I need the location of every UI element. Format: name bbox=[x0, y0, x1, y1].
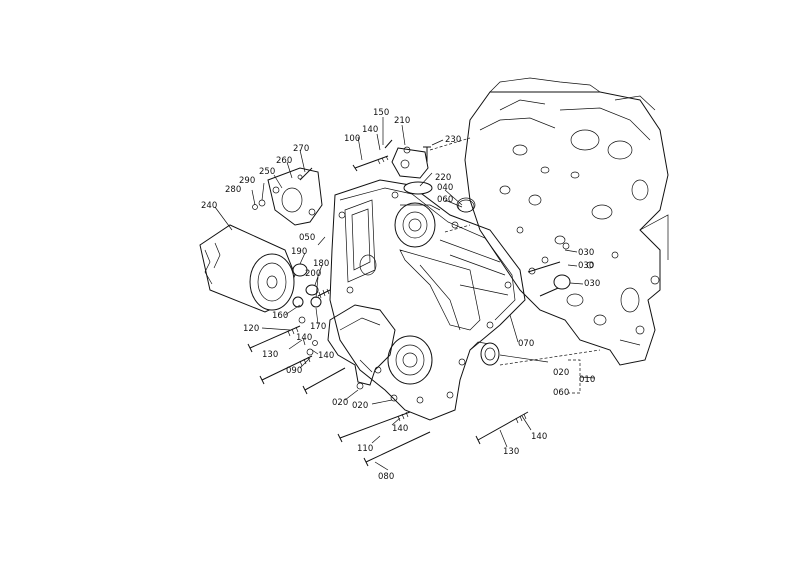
oil-pump-bracket bbox=[252, 167, 323, 226]
label-090: 090 bbox=[286, 366, 302, 376]
label-140-b: 140 bbox=[296, 333, 312, 343]
label-070: 070 bbox=[518, 339, 534, 349]
label-230: 230 bbox=[445, 135, 461, 145]
label-130-b: 130 bbox=[503, 447, 519, 457]
thermostat-cover bbox=[391, 146, 475, 213]
label-140: 140 bbox=[362, 125, 378, 135]
gear-case bbox=[329, 179, 526, 421]
label-100: 100 bbox=[344, 134, 360, 144]
label-210: 210 bbox=[394, 116, 410, 126]
label-280: 280 bbox=[225, 185, 241, 195]
label-260: 260 bbox=[276, 156, 292, 166]
bolts bbox=[247, 139, 571, 467]
label-250: 250 bbox=[259, 167, 275, 177]
label-130: 130 bbox=[262, 350, 278, 360]
label-220: 220 bbox=[435, 173, 451, 183]
label-020-a: 020 bbox=[553, 368, 569, 378]
leader-lines bbox=[214, 117, 601, 471]
label-060: 060 bbox=[437, 195, 453, 205]
label-010: 010 bbox=[579, 375, 595, 385]
label-150: 150 bbox=[373, 108, 389, 118]
label-190: 190 bbox=[291, 247, 307, 257]
label-240: 240 bbox=[201, 201, 217, 211]
water-pump-housing bbox=[327, 304, 396, 386]
label-140-d: 140 bbox=[392, 424, 408, 434]
label-020-c: 020 bbox=[352, 401, 368, 411]
label-160: 160 bbox=[272, 311, 288, 321]
label-020-b: 020 bbox=[332, 398, 348, 408]
label-180: 180 bbox=[313, 259, 329, 269]
label-120: 120 bbox=[243, 324, 259, 334]
oil-filter bbox=[199, 224, 296, 313]
label-050: 050 bbox=[299, 233, 315, 243]
part-labels: 150 210 140 100 230 270 260 250 290 280 … bbox=[201, 108, 600, 482]
label-060-b: 060 bbox=[553, 388, 569, 398]
label-040: 040 bbox=[437, 183, 453, 193]
label-140-e: 140 bbox=[531, 432, 547, 442]
label-170: 170 bbox=[310, 322, 326, 332]
label-200: 200 bbox=[305, 269, 321, 279]
engine-block bbox=[464, 77, 669, 366]
label-140-c: 140 bbox=[318, 351, 334, 361]
label-270: 270 bbox=[293, 144, 309, 154]
label-030-b: 030 bbox=[578, 261, 594, 271]
label-110: 110 bbox=[357, 444, 373, 454]
label-030-a: 030 bbox=[578, 248, 594, 258]
label-030-c: 030 bbox=[584, 279, 600, 289]
label-080: 080 bbox=[378, 472, 394, 482]
label-290: 290 bbox=[239, 176, 255, 186]
